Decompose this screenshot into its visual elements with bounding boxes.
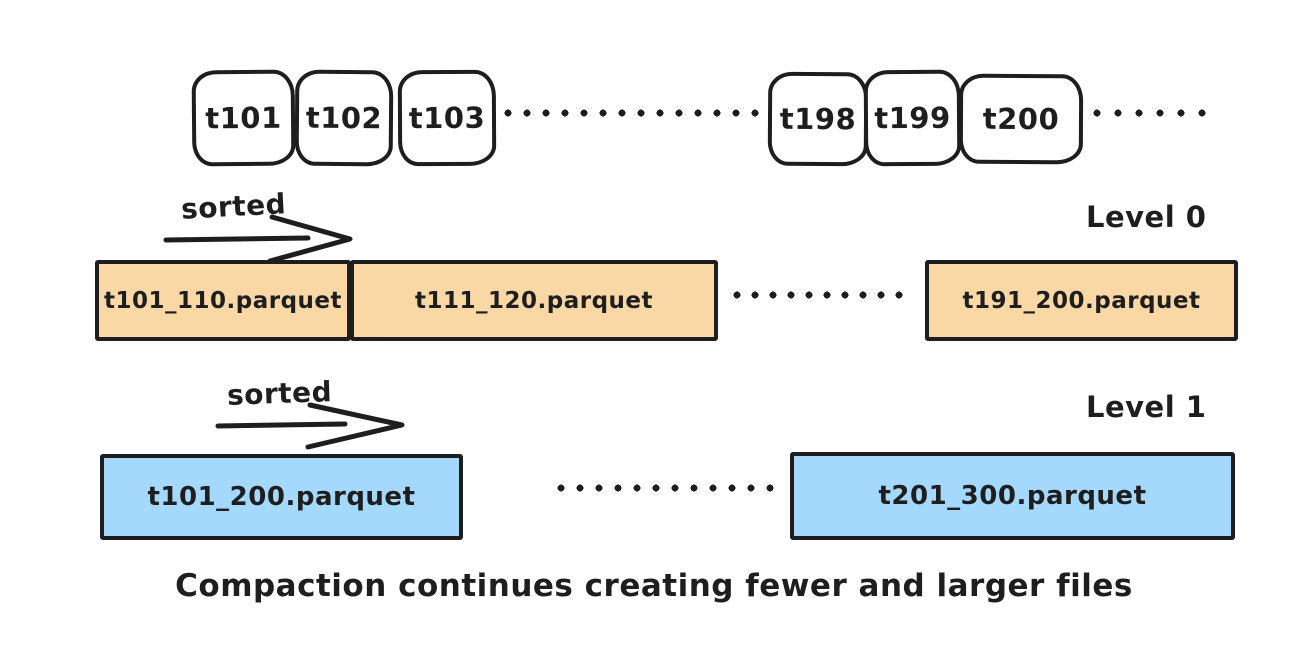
level1-label: Level 1 [1086,390,1207,424]
file-label: t101_110.parquet [103,287,342,314]
chunk-label: t200 [982,101,1060,137]
chunk-label: t103 [408,100,486,136]
chunk-label: t198 [779,101,857,137]
level1-file-box-1: t101_200.parquet [100,454,463,540]
chunk-box-t198: t198 [767,71,869,167]
chunk-box-t199: t199 [863,69,962,167]
chunk-box-t200: t200 [958,73,1084,165]
chunk-box-t103: t103 [397,69,497,167]
ellipsis-dots-top-middle [499,106,765,120]
level0-file-box-2: t111_120.parquet [350,260,718,341]
file-label: t201_300.parquet [878,481,1147,511]
ellipsis-dots-level1 [552,481,776,495]
file-label: t191_200.parquet [962,287,1201,314]
sorted-arrow-icon [163,214,353,264]
chunk-label: t199 [874,100,951,136]
ellipsis-dots-level0 [728,288,909,302]
level0-file-box-3: t191_200.parquet [925,260,1238,341]
diagram-caption: Compaction continues creating fewer and … [175,568,1133,604]
ellipsis-dots-top-right [1088,106,1216,120]
level0-file-box-1: t101_110.parquet [95,260,351,341]
chunk-label: t102 [305,100,383,136]
chunk-box-t101: t101 [191,69,296,167]
sorted-arrow-icon [215,402,405,450]
file-label: t111_120.parquet [414,287,653,314]
file-label: t101_200.parquet [147,482,416,512]
chunk-label: t101 [205,100,282,136]
chunk-box-t102: t102 [294,69,394,167]
level0-label: Level 0 [1086,200,1207,234]
level1-file-box-2: t201_300.parquet [790,452,1235,540]
